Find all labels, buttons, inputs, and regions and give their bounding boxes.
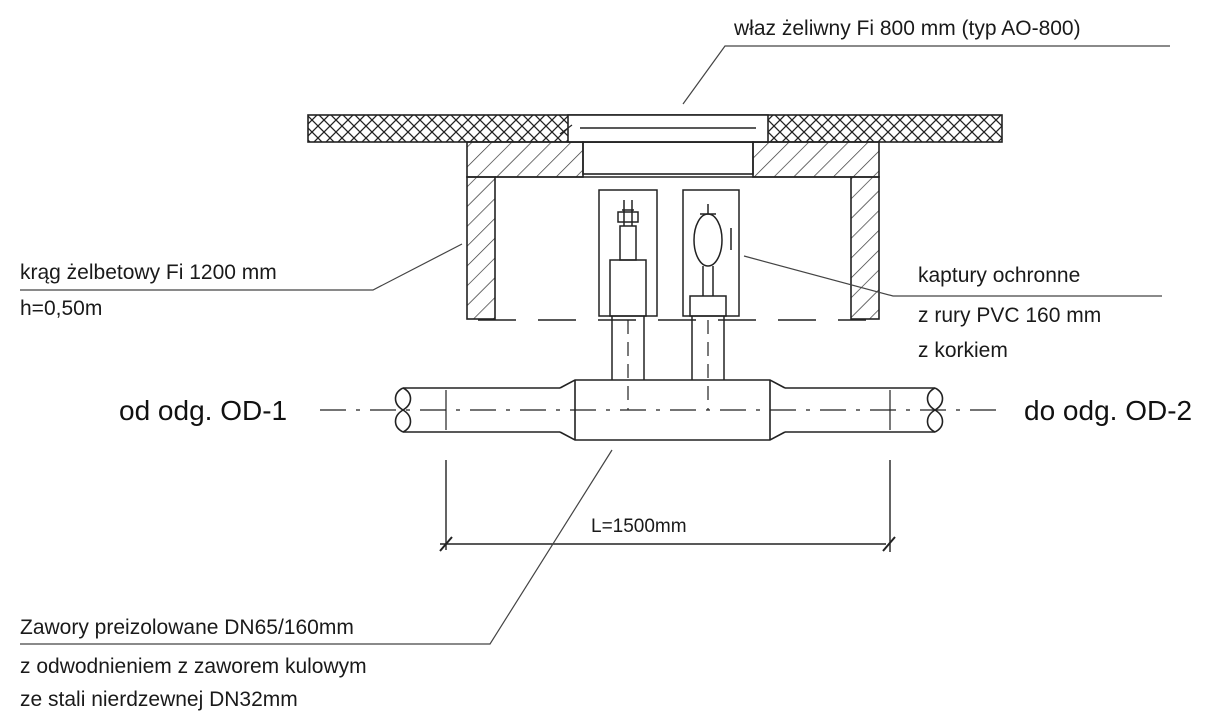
to-pipe-label: do odg. OD-2 (1024, 395, 1193, 426)
valves-label-line1: Zawory preizolowane DN65/160mm (20, 616, 354, 639)
length-dimension-label: L=1500mm (591, 516, 687, 537)
protective-cap-right (682, 189, 740, 317)
ring-label-line2: h=0,50m (20, 297, 103, 320)
ring-label-line1: krąg żelbetowy Fi 1200 mm (20, 261, 277, 284)
caps-label-line2: z rury PVC 160 mm (918, 304, 1102, 327)
concrete-ring (466, 141, 880, 320)
caps-label-line3: z korkiem (918, 339, 1008, 362)
caps-label-line1: kaptury ochronne (918, 264, 1081, 287)
ground-surface-layer (307, 114, 1003, 143)
valves-label-line2: z odwodnieniem z zaworem kulowym (20, 655, 367, 678)
length-dimension (439, 460, 896, 552)
vertical-risers (611, 316, 725, 410)
from-pipe-label: od odg. OD-1 (119, 395, 288, 426)
leader-lines (20, 45, 1170, 645)
protective-cap-left (598, 189, 658, 317)
manhole-cover-label: właz żeliwny Fi 800 mm (typ AO-800) (734, 17, 1081, 40)
valves-label-line3: ze stali nierdzewnej DN32mm (20, 688, 298, 711)
